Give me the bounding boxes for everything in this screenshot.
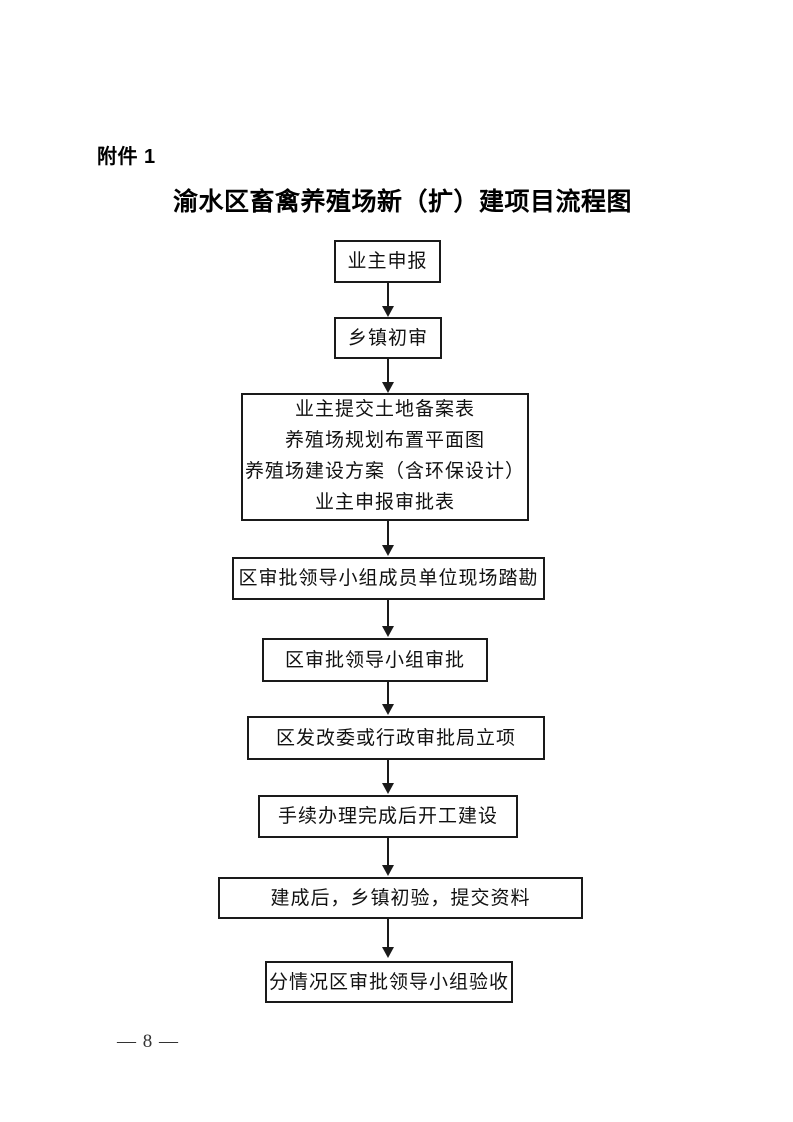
flow-node-label: 分情况区审批领导小组验收 bbox=[268, 971, 509, 993]
flow-arrowhead-8 bbox=[382, 947, 394, 958]
flow-arrowhead-1 bbox=[382, 306, 394, 317]
flow-arrowhead-6 bbox=[382, 783, 394, 794]
flow-arrowhead-3 bbox=[382, 545, 394, 556]
flow-node-project-approval: 区发改委或行政审批局立项 bbox=[247, 716, 545, 760]
flow-node-label: 业主申报 bbox=[347, 251, 428, 272]
flow-node-label-line-3: 养殖场建设方案（含环保设计） bbox=[244, 461, 525, 482]
flow-connector-4 bbox=[387, 600, 389, 627]
flow-node-township-review: 乡镇初审 bbox=[334, 317, 442, 359]
flow-connector-6 bbox=[387, 760, 389, 784]
flow-node-label: 区发改委或行政审批局立项 bbox=[275, 727, 516, 749]
flow-node-final-acceptance: 分情况区审批领导小组验收 bbox=[265, 961, 513, 1003]
flow-arrowhead-4 bbox=[382, 626, 394, 637]
flow-node-label: 区审批领导小组成员单位现场踏勘 bbox=[238, 568, 539, 589]
flow-connector-3 bbox=[387, 521, 389, 547]
flow-arrowhead-7 bbox=[382, 865, 394, 876]
flow-connector-2 bbox=[387, 359, 389, 384]
flow-node-township-initial-acceptance: 建成后，乡镇初验，提交资料 bbox=[218, 877, 583, 919]
flow-node-label: 乡镇初审 bbox=[347, 327, 428, 349]
flow-node-group-approval: 区审批领导小组审批 bbox=[262, 638, 488, 682]
flow-node-label-line-2: 养殖场规划布置平面图 bbox=[284, 430, 485, 452]
flow-node-label: 手续办理完成后开工建设 bbox=[277, 806, 498, 827]
flow-node-label-line-1: 业主提交土地备案表 bbox=[294, 399, 475, 421]
flow-node-label-line-4: 业主申报审批表 bbox=[314, 491, 455, 513]
flow-node-label: 区审批领导小组审批 bbox=[284, 649, 465, 671]
flow-connector-7 bbox=[387, 838, 389, 866]
flow-arrowhead-5 bbox=[382, 704, 394, 715]
flow-node-site-survey: 区审批领导小组成员单位现场踏勘 bbox=[232, 557, 545, 600]
flow-connector-5 bbox=[387, 682, 389, 706]
flow-node-label: 建成后，乡镇初验，提交资料 bbox=[270, 887, 531, 909]
flow-connector-8 bbox=[387, 919, 389, 948]
page-number: — 8 — bbox=[117, 1031, 179, 1052]
page-title: 渝水区畜禽养殖场新（扩）建项目流程图 bbox=[172, 188, 632, 216]
flow-connector-1 bbox=[387, 283, 389, 308]
flow-node-start-construction: 手续办理完成后开工建设 bbox=[258, 795, 518, 838]
flow-node-owner-application: 业主申报 bbox=[334, 240, 441, 283]
attachment-label: 附件 1 bbox=[97, 146, 156, 168]
flow-arrowhead-2 bbox=[382, 382, 394, 393]
flow-node-submitted-documents: 业主提交土地备案表 养殖场规划布置平面图 养殖场建设方案（含环保设计） 业主申报… bbox=[241, 393, 529, 521]
